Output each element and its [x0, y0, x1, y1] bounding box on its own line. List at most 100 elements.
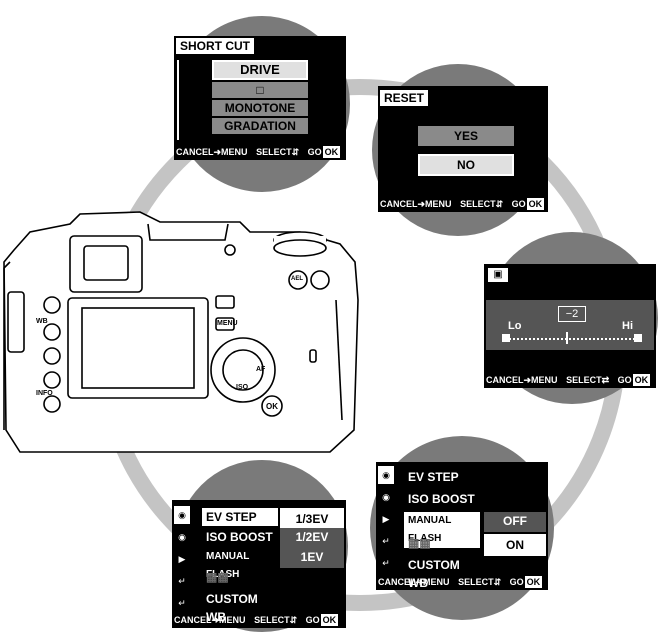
- menu-item-drive[interactable]: DRIVE: [212, 60, 308, 80]
- tab-setup-2[interactable]: ↵: [174, 594, 190, 612]
- menu-item-manual-flash[interactable]: MANUAL FLASH: [206, 551, 250, 580]
- go-label: GO: [307, 147, 322, 157]
- menu-item-ev-step[interactable]: EV STEP: [202, 508, 278, 526]
- menu-item-gradation[interactable]: GRADATION: [212, 118, 308, 134]
- reset-no-option[interactable]: NO: [418, 154, 514, 176]
- reset-title: RESET: [380, 90, 429, 106]
- ok-label: OK: [524, 576, 543, 588]
- menu-key-label: MENU: [219, 615, 246, 625]
- arrow-icon: ➜: [417, 199, 426, 209]
- tab-camera-2[interactable]: ◉: [174, 528, 190, 546]
- brightness-slider[interactable]: [506, 338, 638, 344]
- updown-icon: ⇵: [493, 577, 502, 587]
- cancel-label: CANCEL: [176, 147, 214, 157]
- camera-back-icon: [3, 211, 359, 453]
- camera-label-ael: AEL: [291, 276, 303, 282]
- tab-setup-2[interactable]: ↵: [378, 554, 394, 572]
- wrench-2-icon: ↵: [382, 558, 390, 568]
- camera-label-wb: WB: [36, 318, 48, 325]
- menu-item-custom-wb[interactable]: CUSTOM WB: [408, 558, 460, 590]
- arrow-icon: ➜: [213, 147, 222, 157]
- option-one-half-ev[interactable]: 1/2EV: [280, 528, 344, 548]
- cancel-label: CANCEL: [378, 577, 416, 587]
- menu-item-custom-wb[interactable]: CUSTOM WB: [206, 592, 258, 624]
- tab-playback[interactable]: ▶: [174, 550, 190, 568]
- menu-item-monotone[interactable]: MONOTONE: [212, 100, 308, 116]
- scrollbar[interactable]: [177, 60, 179, 140]
- tab-setup-1[interactable]: ↵: [378, 532, 394, 550]
- go-label: GO: [617, 375, 632, 385]
- ok-label: OK: [320, 614, 339, 626]
- camera-label-info: INFO: [36, 390, 53, 397]
- option-one-ev[interactable]: 1EV: [280, 548, 344, 568]
- camera-1-icon: ◉: [382, 470, 390, 480]
- go-label: GO: [305, 615, 320, 625]
- select-label: SELECT: [458, 577, 494, 587]
- menu-key-label: MENU: [425, 199, 452, 209]
- go-label: GO: [509, 577, 524, 587]
- go-label: GO: [511, 199, 526, 209]
- menu-item-ev-step[interactable]: EV STEP: [408, 470, 459, 484]
- menu-key-label: MENU: [423, 577, 450, 587]
- level-value-box: −2: [558, 306, 586, 322]
- menu-item-wb-icon[interactable]: ▦▦: [206, 570, 229, 584]
- minus-icon: [502, 334, 510, 342]
- menu-item-slideshow[interactable]: □: [212, 82, 308, 98]
- playback-icon: ▶: [178, 554, 186, 564]
- menu-screen-flash: ◉ ◉ ▶ ↵ ↵ EV STEP ISO BOOST MANUAL FLASH…: [376, 462, 548, 590]
- camera-label-af: AF: [256, 366, 266, 373]
- ok-label: OK: [526, 198, 545, 210]
- option-on[interactable]: ON: [484, 534, 546, 556]
- camera-label-iso: ISO: [236, 384, 249, 391]
- camera-1-icon: ◉: [178, 510, 186, 520]
- updown-icon: ⇵: [495, 199, 504, 209]
- wrench-1-icon: ↵: [178, 576, 186, 586]
- updown-icon: ⇵: [291, 147, 300, 157]
- tab-camera-2[interactable]: ◉: [378, 488, 394, 506]
- arrow-icon: ➜: [211, 615, 220, 625]
- menu-item-iso-boost[interactable]: ISO BOOST: [408, 492, 475, 506]
- arrow-icon: ➜: [415, 577, 424, 587]
- menu-item-wb-icon[interactable]: ▦▦: [408, 536, 431, 550]
- shortcut-title: SHORT CUT: [176, 38, 254, 54]
- tab-setup-1[interactable]: ↵: [174, 572, 190, 590]
- adjust-panel: [486, 300, 654, 350]
- lo-label: Lo: [508, 320, 522, 332]
- cancel-label: CANCEL: [174, 615, 212, 625]
- option-off[interactable]: OFF: [484, 512, 546, 532]
- camera-label-ok: OK: [266, 402, 278, 411]
- cancel-label: CANCEL: [380, 199, 418, 209]
- tab-camera-1[interactable]: ◉: [174, 506, 190, 524]
- select-label: SELECT: [256, 147, 292, 157]
- wrench-2-icon: ↵: [178, 598, 186, 608]
- menu-screen-ev-step: ◉ ◉ ▶ ↵ ↵ EV STEP ISO BOOST MANUAL FLASH…: [172, 500, 346, 628]
- slider-thumb[interactable]: [566, 332, 568, 344]
- menu-key-label: MENU: [221, 147, 248, 157]
- option-one-third-ev[interactable]: 1/3EV: [280, 508, 344, 528]
- reset-yes-option[interactable]: YES: [418, 126, 514, 146]
- camera-2-icon: ◉: [178, 532, 186, 542]
- tab-camera-1[interactable]: ◉: [378, 466, 394, 484]
- menu-key-label: MENU: [531, 375, 558, 385]
- wrench-1-icon: ↵: [382, 536, 390, 546]
- ok-label: OK: [632, 374, 651, 386]
- monitor-brightness-icon: ▣: [488, 268, 508, 282]
- menu-item-manual-flash[interactable]: MANUAL FLASH: [404, 512, 480, 548]
- arrow-icon: ➜: [523, 375, 532, 385]
- ok-label: OK: [322, 146, 341, 158]
- tab-playback[interactable]: ▶: [378, 510, 394, 528]
- menu-item-iso-boost[interactable]: ISO BOOST: [206, 530, 273, 544]
- playback-icon: ▶: [382, 514, 390, 524]
- camera-label-menu: MENU: [217, 320, 238, 327]
- shortcut-screen: SHORT CUT DRIVE □ MONOTONE GRADATION CAN…: [174, 36, 346, 160]
- leftright-icon: ⇄: [601, 375, 610, 385]
- slideshow-icon: □: [256, 83, 264, 97]
